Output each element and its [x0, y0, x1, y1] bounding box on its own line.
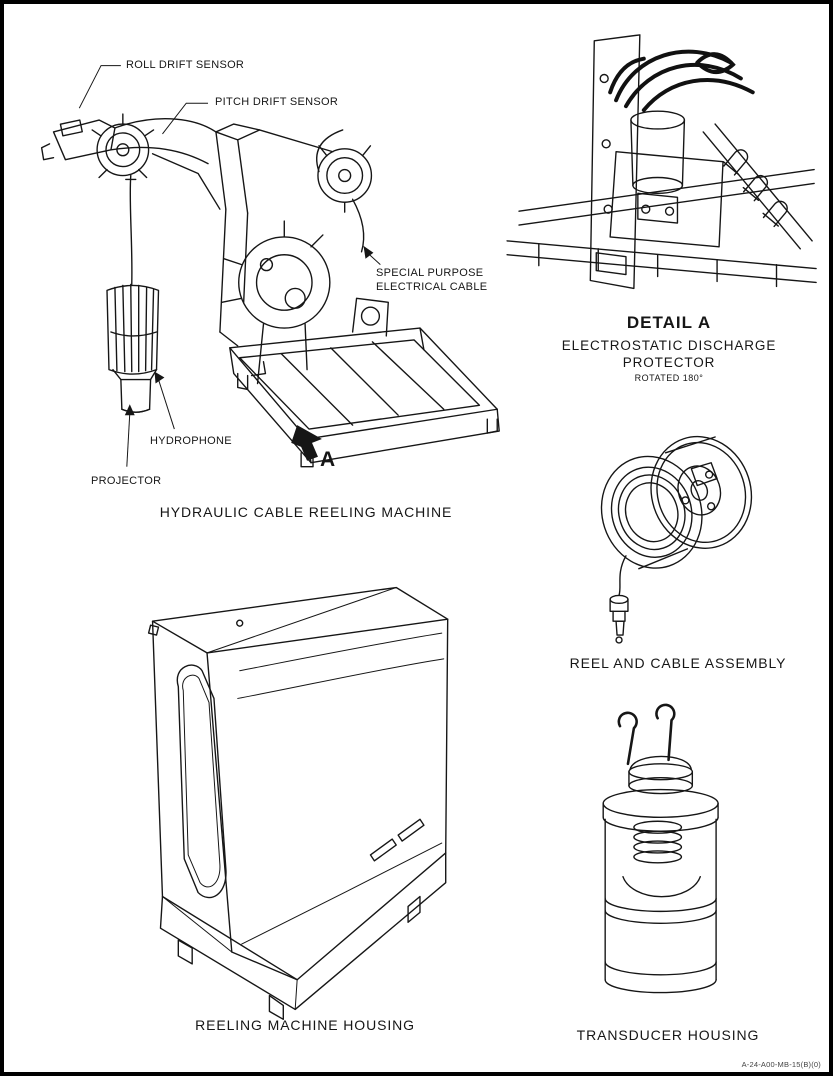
reel-illustration	[600, 435, 753, 644]
detail-a-subtitle-line2: PROTECTOR	[622, 355, 716, 370]
caption-reeling-machine-housing: REELING MACHINE HOUSING	[195, 1017, 415, 1033]
caption-reel-and-cable-assembly: REEL AND CABLE ASSEMBLY	[569, 655, 787, 671]
caption-hydraulic-cable-reeling-machine: HYDRAULIC CABLE REELING MACHINE	[159, 504, 453, 520]
detail-a-subtitle-line1: ELECTROSTATIC DISCHARGE	[561, 338, 777, 353]
cable-arrowhead-icon	[363, 245, 374, 259]
caption-transducer-housing: TRANSDUCER HOUSING	[576, 1027, 760, 1043]
figure-artwork	[40, 34, 817, 1021]
label-projector: PROJECTOR	[91, 475, 162, 487]
label-special-purpose-line1: SPECIAL PURPOSE	[376, 267, 484, 279]
label-pitch-drift-sensor: PITCH DRIFT SENSOR	[215, 96, 339, 108]
hydrophone-arrowhead-icon	[154, 371, 165, 384]
reeling-machine-illustration	[40, 113, 500, 468]
detail-a-arrow-icon	[291, 425, 322, 461]
detail-a-rotation-note: ROTATED 180°	[634, 373, 704, 383]
transducer-illustration	[602, 703, 719, 994]
label-special-purpose-line2: ELECTRICAL CABLE	[376, 281, 488, 293]
detail-a-illustration	[506, 34, 817, 290]
figure-reference-code: A-24-A00-MB-15(B)(0)	[741, 1060, 821, 1069]
detail-a-cables	[608, 49, 755, 113]
label-roll-drift-sensor: ROLL DRIFT SENSOR	[126, 59, 245, 71]
detail-a-title: DETAIL A	[626, 313, 712, 332]
callout-arrowheads	[124, 245, 374, 461]
detail-a-marker: A	[320, 448, 336, 471]
label-hydrophone: HYDROPHONE	[150, 435, 232, 447]
projector-arrowhead-icon	[124, 404, 135, 416]
housing-illustration	[147, 586, 449, 1021]
label-special-purpose-cable: SPECIAL PURPOSE ELECTRICAL CABLE	[376, 266, 487, 294]
callout-lines	[78, 65, 381, 467]
